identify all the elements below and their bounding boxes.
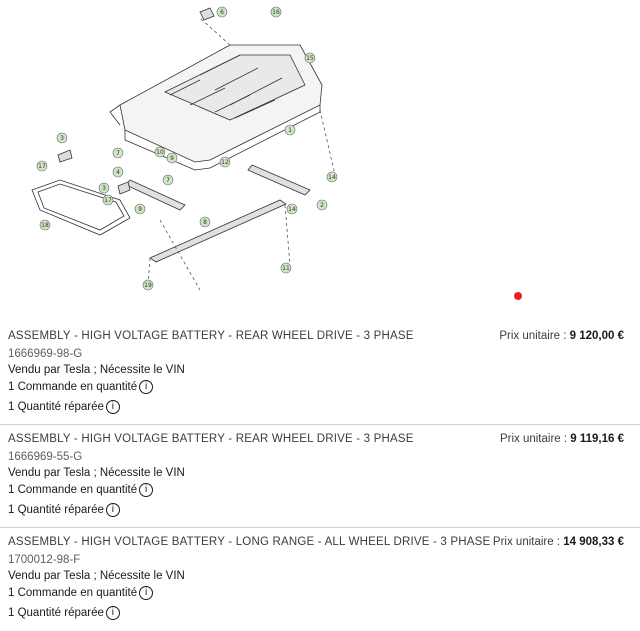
order-quantity-label: 1 Commande en quantité: [8, 484, 138, 496]
seller-info: Vendu par Tesla ; Nécessite le VIN: [8, 467, 185, 479]
info-icon[interactable]: i: [139, 483, 154, 497]
svg-text:18: 18: [41, 222, 49, 229]
svg-text:3: 3: [60, 135, 64, 142]
callout-9a: 9: [166, 152, 178, 164]
callout-10: 10: [154, 146, 166, 158]
svg-text:17: 17: [38, 163, 46, 170]
price-label: Prix unitaire :: [499, 330, 567, 342]
callout-14a: 14: [326, 171, 338, 183]
svg-text:2: 2: [320, 202, 324, 209]
info-icon[interactable]: i: [105, 503, 120, 517]
callout-3b: 3: [98, 182, 110, 194]
callout-17b: 17: [102, 194, 114, 206]
info-icon[interactable]: i: [139, 380, 154, 394]
info-icon[interactable]: i: [139, 586, 154, 600]
unit-price: Prix unitaire : 9 120,00 €: [499, 330, 624, 342]
svg-text:11: 11: [282, 265, 290, 272]
repair-quantity-label: 1 Quantité réparée: [8, 607, 104, 619]
part-number: 1666969-55-G: [8, 451, 83, 463]
callout-15: 15: [304, 52, 316, 64]
product-row-1[interactable]: ASSEMBLY - HIGH VOLTAGE BATTERY - REAR W…: [0, 322, 640, 425]
callout-4: 4: [112, 166, 124, 178]
part-number: 1666969-98-G: [8, 348, 83, 360]
price-value: 9 119,16 €: [570, 433, 624, 445]
callout-19: 19: [142, 279, 154, 291]
seller-info: Vendu par Tesla ; Nécessite le VIN: [8, 364, 185, 376]
callout-6: 6: [216, 6, 228, 18]
price-value: 14 908,33 €: [563, 536, 624, 548]
unit-price: Prix unitaire : 9 119,16 €: [500, 433, 624, 445]
svg-text:7: 7: [166, 177, 170, 184]
callout-2: 2: [316, 199, 328, 211]
svg-text:15: 15: [306, 55, 314, 62]
svg-text:10: 10: [156, 149, 164, 156]
svg-text:14: 14: [288, 206, 296, 213]
battery-exploded-diagram: 16 6 15 1 3 17 7 10 9 12 4 7 14 3 17 9 1…: [31, 6, 338, 291]
svg-text:16: 16: [272, 9, 280, 16]
svg-text:6: 6: [220, 9, 224, 16]
price-label: Prix unitaire :: [499, 433, 568, 445]
svg-text:8: 8: [203, 219, 207, 226]
callout-7a: 7: [112, 147, 124, 159]
red-indicator-dot: [514, 292, 522, 300]
callout-3a: 3: [56, 132, 68, 144]
product-row-2[interactable]: ASSEMBLY - HIGH VOLTAGE BATTERY - REAR W…: [0, 425, 640, 528]
info-icon[interactable]: i: [105, 606, 120, 620]
parts-diagram: 16 6 15 1 3 17 7 10 9 12 4 7 14 3 17 9 1…: [31, 6, 338, 291]
product-row-3[interactable]: ASSEMBLY - HIGH VOLTAGE BATTERY - LONG R…: [0, 528, 640, 631]
svg-text:14: 14: [328, 174, 336, 181]
product-title: ASSEMBLY - HIGH VOLTAGE BATTERY - LONG R…: [8, 536, 491, 548]
callout-8: 8: [199, 216, 211, 228]
callout-17a: 17: [36, 160, 48, 172]
order-quantity: 1 Commande en quantité i: [8, 380, 154, 394]
callout-9b: 9: [134, 203, 146, 215]
callout-1: 1: [284, 124, 296, 136]
svg-text:19: 19: [144, 282, 152, 289]
svg-text:7: 7: [116, 150, 120, 157]
order-quantity-label: 1 Commande en quantité: [8, 381, 138, 393]
seller-info: Vendu par Tesla ; Nécessite le VIN: [8, 570, 185, 582]
part-number: 1700012-98-F: [8, 554, 81, 566]
svg-text:12: 12: [221, 159, 229, 166]
order-quantity-label: 1 Commande en quantité: [8, 587, 138, 599]
price-value: 9 120,00 €: [569, 330, 624, 342]
price-label: Prix unitaire :: [492, 536, 561, 548]
order-quantity: 1 Commande en quantité i: [8, 483, 154, 497]
callout-7b: 7: [162, 174, 174, 186]
repair-quantity: 1 Quantité réparée i: [8, 503, 120, 517]
callout-11: 11: [280, 262, 292, 274]
callout-16: 16: [270, 6, 282, 18]
svg-text:3: 3: [102, 185, 106, 192]
svg-text:17: 17: [104, 197, 112, 204]
svg-text:9: 9: [138, 206, 142, 213]
product-title: ASSEMBLY - HIGH VOLTAGE BATTERY - REAR W…: [8, 433, 414, 445]
repair-quantity: 1 Quantité réparée i: [8, 400, 120, 414]
repair-quantity-label: 1 Quantité réparée: [8, 504, 104, 516]
product-title: ASSEMBLY - HIGH VOLTAGE BATTERY - REAR W…: [8, 330, 414, 342]
info-icon[interactable]: i: [105, 400, 120, 414]
svg-text:4: 4: [116, 169, 120, 176]
order-quantity: 1 Commande en quantité i: [8, 586, 154, 600]
callout-18: 18: [39, 219, 51, 231]
svg-text:9: 9: [170, 155, 174, 162]
repair-quantity-label: 1 Quantité réparée: [8, 401, 104, 413]
callout-14b: 14: [286, 203, 298, 215]
repair-quantity: 1 Quantité réparée i: [8, 606, 120, 620]
svg-text:1: 1: [288, 127, 292, 134]
unit-price: Prix unitaire : 14 908,33 €: [493, 536, 624, 548]
callout-12: 12: [219, 156, 231, 168]
product-list: ASSEMBLY - HIGH VOLTAGE BATTERY - REAR W…: [0, 322, 640, 631]
